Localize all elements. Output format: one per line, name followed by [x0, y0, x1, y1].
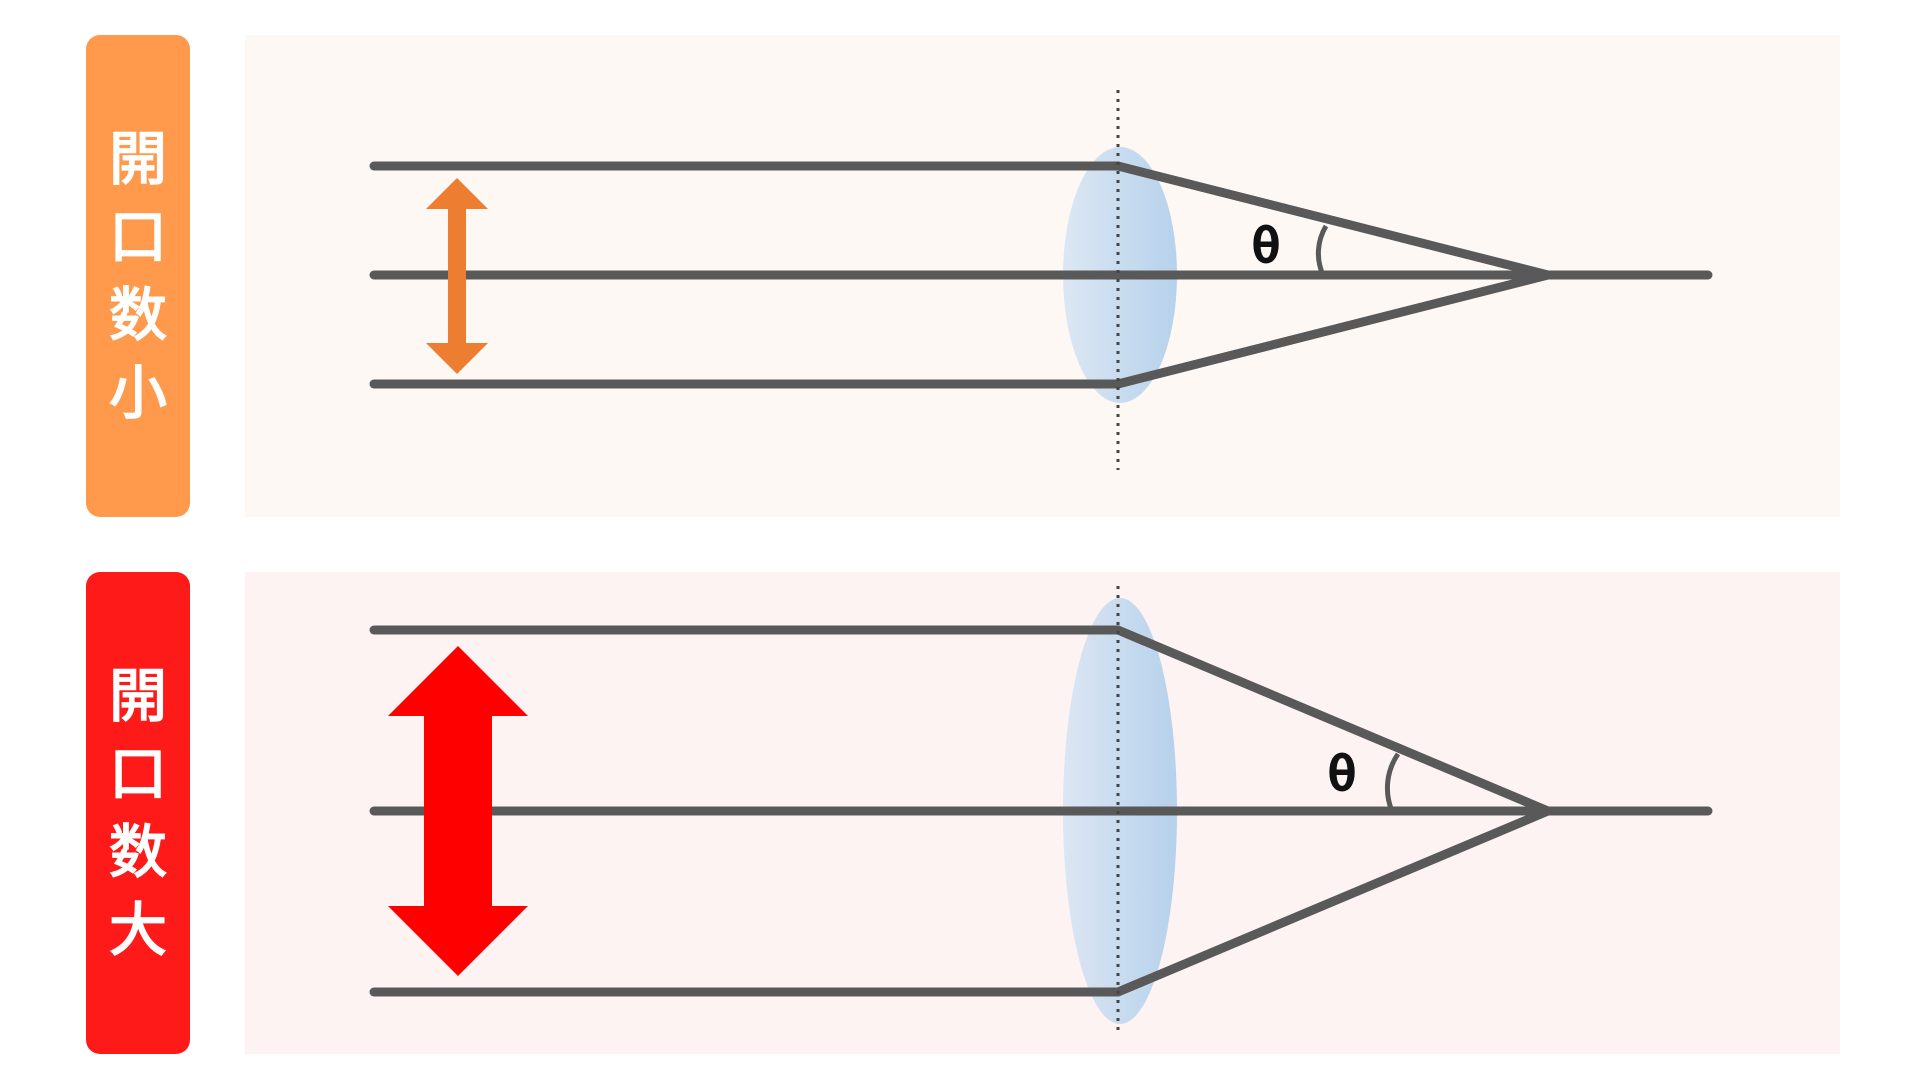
diagram-small-aperture: θ [369, 90, 1713, 470]
label-box-large-aperture: 開 口 数 大 [86, 572, 190, 1054]
label-char: 数 [108, 281, 167, 349]
label-char: 大 [108, 896, 167, 964]
label-char: 口 [108, 740, 167, 808]
aperture-double-arrow [426, 178, 488, 374]
ray-upper-converging [1113, 625, 1553, 816]
label-char: 開 [108, 125, 167, 193]
angle-theta-label: θ [1327, 745, 1357, 803]
label-box-small-aperture: 開 口 数 小 [86, 35, 190, 517]
ray-lower-converging [1113, 806, 1553, 997]
aperture-double-arrow [388, 646, 528, 976]
angle-theta-label: θ [1251, 217, 1281, 275]
angle-arc [1315, 224, 1329, 277]
label-char: 数 [108, 818, 167, 886]
label-char: 小 [108, 359, 167, 427]
ray-upper-converging [1113, 161, 1553, 280]
angle-arc [1384, 752, 1401, 812]
label-char: 開 [108, 662, 167, 730]
ray-lower-converging [1113, 270, 1553, 389]
label-char: 口 [108, 203, 167, 271]
diagram-large-aperture: θ [369, 586, 1713, 1034]
